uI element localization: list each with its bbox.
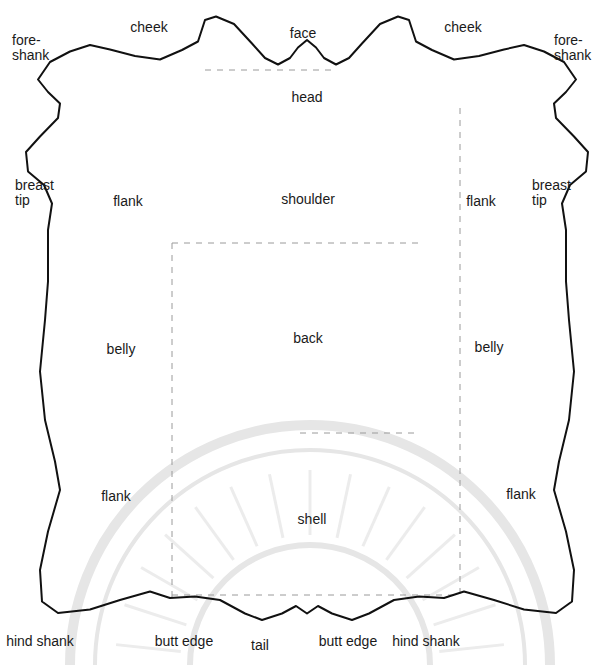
part-label: belly	[107, 342, 136, 357]
part-label: fore-shank	[554, 33, 602, 63]
part-label: flank	[506, 487, 536, 502]
part-label: hind shank	[392, 634, 460, 649]
watermark-ray	[195, 507, 233, 560]
part-label: head	[291, 90, 322, 105]
watermark-ray	[125, 605, 187, 625]
part-label: hind shank	[6, 634, 74, 649]
part-label: flank	[113, 194, 143, 209]
watermark-ray	[386, 507, 424, 560]
part-label: back	[293, 331, 323, 346]
part-label: fore-shank	[12, 33, 60, 63]
part-label: face	[290, 26, 316, 41]
part-label: tail	[251, 638, 269, 653]
watermark-ray	[269, 474, 283, 538]
watermark-ray	[407, 535, 455, 578]
part-label: butt edge	[155, 634, 213, 649]
watermark-ray	[231, 487, 257, 546]
watermark-ray	[363, 487, 389, 546]
part-label: shell	[298, 512, 327, 527]
part-label: flank	[466, 194, 496, 209]
watermark-ray	[337, 474, 351, 538]
part-label: breast tip	[532, 178, 582, 208]
watermark-ray	[434, 605, 496, 625]
part-label: cheek	[130, 20, 167, 35]
region-divider	[172, 70, 460, 600]
part-label: butt edge	[319, 634, 377, 649]
part-label: flank	[101, 489, 131, 504]
watermark-rays	[116, 470, 504, 651]
part-label: breast tip	[15, 178, 65, 208]
part-label: cheek	[444, 20, 481, 35]
watermark	[70, 425, 550, 665]
part-label: shoulder	[281, 192, 335, 207]
part-label: belly	[475, 340, 504, 355]
hide-outline	[26, 17, 588, 621]
